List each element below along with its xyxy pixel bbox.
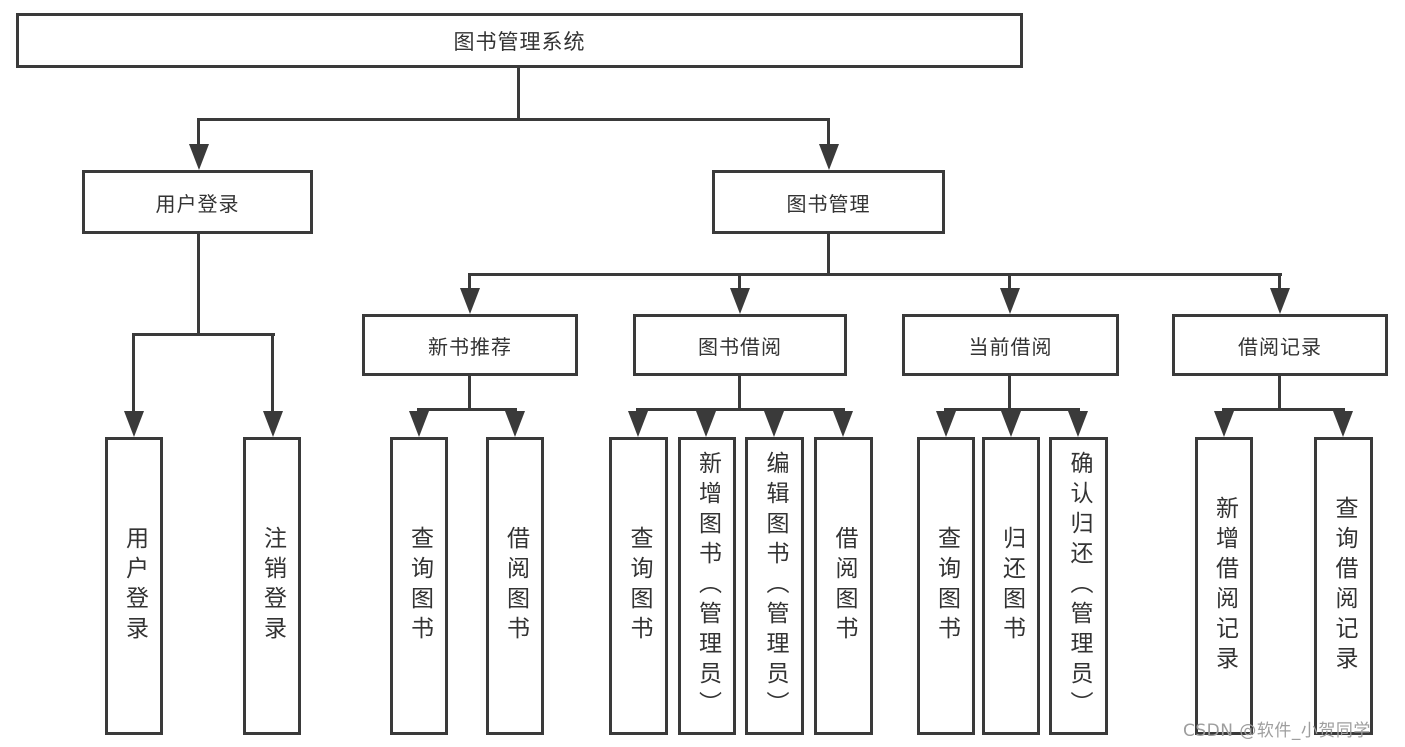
connector-line — [1008, 376, 1011, 408]
connector-line — [1008, 276, 1011, 290]
connector-line — [197, 234, 200, 336]
node-label: 借阅图书 — [831, 526, 857, 646]
node-book-management: 图书管理 — [712, 170, 945, 234]
node-leaf-logout: 注销登录 — [243, 437, 301, 735]
node-leaf-confirm-return-admin: 确认归还（管理员） — [1049, 437, 1108, 735]
node-label: 图书管理系统 — [453, 29, 586, 54]
node-borrowing-records: 借阅记录 — [1172, 314, 1388, 376]
arrow-down-icon — [1000, 288, 1020, 314]
connector-line — [132, 336, 135, 413]
node-library-management-system: 图书管理系统 — [16, 13, 1023, 68]
connector-line — [132, 333, 275, 336]
node-book-borrowing: 图书借阅 — [633, 314, 847, 376]
node-label: 查询图书 — [626, 526, 652, 646]
arrow-down-icon — [409, 411, 429, 437]
node-label: 用户登录 — [121, 526, 148, 646]
connector-line — [1278, 376, 1281, 408]
node-label: 新增借阅记录 — [1211, 496, 1238, 676]
node-leaf-query-books-current: 查询图书 — [917, 437, 975, 735]
node-current-borrowing: 当前借阅 — [902, 314, 1119, 376]
node-label: 新书推荐 — [428, 334, 512, 359]
connector-line — [197, 118, 830, 121]
arrow-down-icon — [460, 288, 480, 314]
node-label: 借阅图书 — [502, 526, 529, 646]
connector-line — [517, 68, 520, 121]
node-leaf-borrow-books-newbooks: 借阅图书 — [486, 437, 544, 735]
arrow-down-icon — [628, 411, 648, 437]
connector-line — [1278, 276, 1281, 290]
connector-line — [944, 408, 1080, 411]
arrow-down-icon — [696, 411, 716, 437]
node-label: 查询图书 — [406, 526, 433, 646]
arrow-down-icon — [730, 288, 750, 314]
connector-line — [417, 408, 517, 411]
node-label: 图书管理 — [786, 191, 871, 216]
node-leaf-edit-books-admin: 编辑图书（管理员） — [745, 437, 804, 735]
arrow-down-icon — [1270, 288, 1290, 314]
node-user-login: 用户登录 — [82, 170, 313, 234]
connector-line — [271, 336, 274, 413]
node-leaf-user-login: 用户登录 — [105, 437, 163, 735]
node-new-book-recommendation: 新书推荐 — [362, 314, 578, 376]
arrow-down-icon — [124, 411, 144, 437]
node-label: 用户登录 — [155, 191, 240, 216]
node-leaf-add-borrow-record: 新增借阅记录 — [1195, 437, 1253, 735]
node-label: 注销登录 — [259, 526, 286, 646]
node-leaf-query-books-borrowing: 查询图书 — [609, 437, 668, 735]
node-leaf-query-borrow-record: 查询借阅记录 — [1314, 437, 1373, 735]
node-label: 当前借阅 — [968, 334, 1053, 359]
node-leaf-borrow-books-borrowing: 借阅图书 — [814, 437, 873, 735]
connector-line — [738, 276, 741, 290]
connector-line — [197, 121, 200, 146]
connector-line — [827, 121, 830, 146]
connector-line — [636, 408, 845, 411]
connector-line — [827, 234, 830, 276]
arrow-down-icon — [505, 411, 525, 437]
arrow-down-icon — [189, 144, 209, 170]
arrow-down-icon — [833, 411, 853, 437]
connector-line — [738, 376, 741, 408]
connector-line — [468, 273, 1282, 276]
node-label: 查询借阅记录 — [1331, 496, 1357, 676]
arrow-down-icon — [1214, 411, 1234, 437]
node-label: 借阅记录 — [1238, 334, 1322, 359]
arrow-down-icon — [936, 411, 956, 437]
node-leaf-add-books-admin: 新增图书（管理员） — [678, 437, 736, 735]
arrow-down-icon — [1068, 411, 1088, 437]
node-leaf-query-books-newbooks: 查询图书 — [390, 437, 448, 735]
arrow-down-icon — [1001, 411, 1021, 437]
node-label: 查询图书 — [933, 526, 960, 646]
connector-line — [1222, 408, 1345, 411]
node-label: 归还图书 — [998, 526, 1025, 646]
csdn-watermark: CSDN @软件_小贺同学 — [1183, 721, 1371, 741]
node-label: 确认归还（管理员） — [1066, 451, 1092, 721]
arrow-down-icon — [764, 411, 784, 437]
arrow-down-icon — [1333, 411, 1353, 437]
connector-line — [468, 376, 471, 408]
node-label: 图书借阅 — [698, 334, 782, 359]
connector-line — [468, 276, 471, 290]
node-label: 编辑图书（管理员） — [762, 451, 788, 721]
arrow-down-icon — [263, 411, 283, 437]
arrow-down-icon — [819, 144, 839, 170]
node-leaf-return-books: 归还图书 — [982, 437, 1040, 735]
node-label: 新增图书（管理员） — [694, 451, 721, 721]
